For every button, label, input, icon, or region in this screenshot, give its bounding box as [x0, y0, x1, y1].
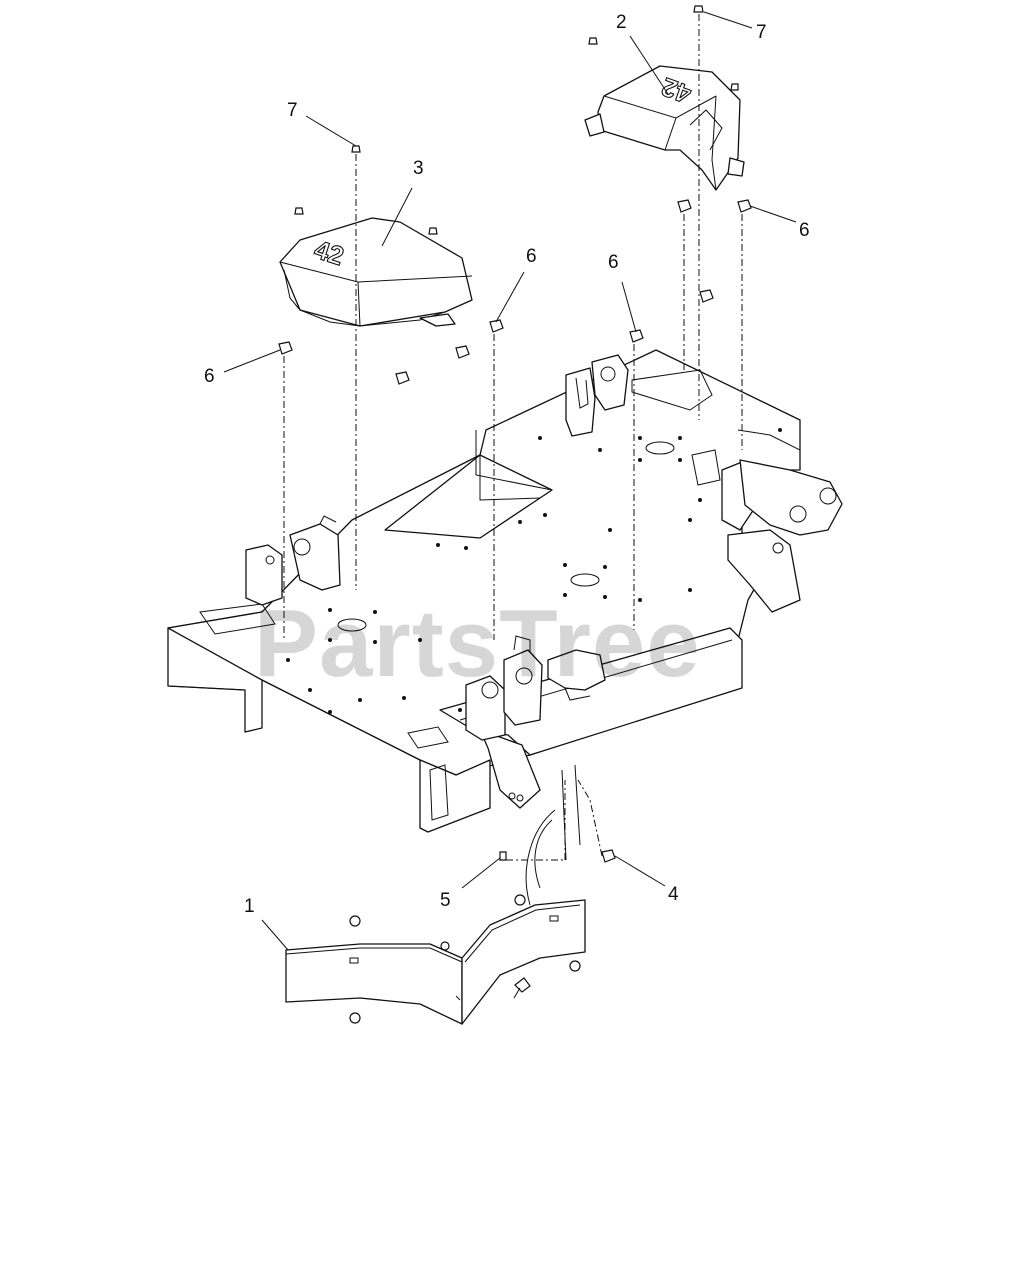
callout-6-right: 6	[799, 220, 810, 241]
callout-4: 4	[668, 884, 679, 905]
alignment-lines	[283, 14, 743, 861]
deck-frame	[167, 349, 843, 861]
callout-6-left: 6	[204, 366, 215, 387]
fasteners	[278, 5, 752, 863]
callout-2: 2	[616, 12, 627, 33]
callout-labels: 1 2 3 4 5 6 6 6 6 7 7	[204, 12, 810, 917]
callout-3: 3	[413, 158, 424, 179]
left-cover: 42	[279, 217, 473, 327]
watermark: PartsTree	[254, 590, 701, 697]
callout-6-center-right: 6	[608, 252, 619, 273]
belt-shield	[285, 809, 586, 1025]
callout-leaders	[223, 11, 797, 951]
callout-6-center: 6	[526, 246, 537, 267]
callout-7-left: 7	[287, 100, 298, 121]
callout-1: 1	[244, 896, 255, 917]
right-cover: 42	[584, 65, 745, 191]
callout-7-right: 7	[756, 22, 767, 43]
callout-5: 5	[440, 890, 451, 911]
